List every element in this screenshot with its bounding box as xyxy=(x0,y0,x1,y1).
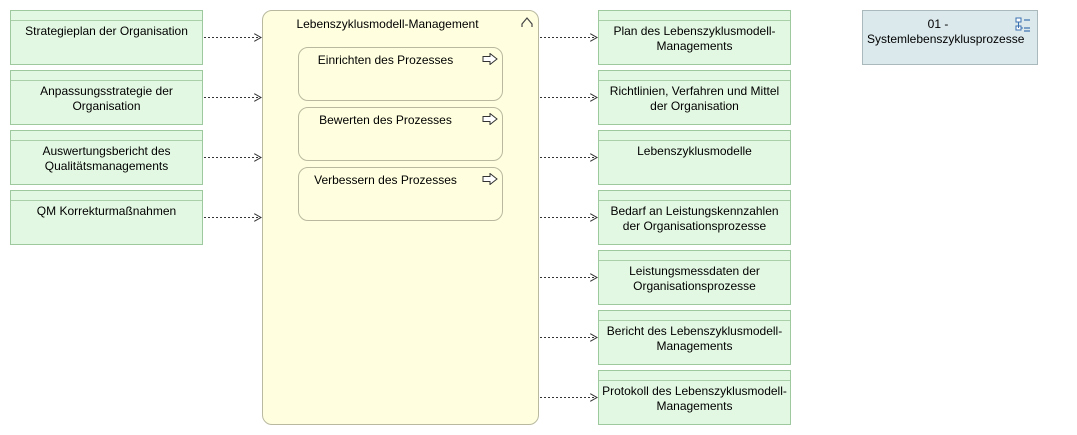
object-header-bar xyxy=(599,71,790,81)
input-label: Anpassungsstrategie der Organisation xyxy=(40,84,173,113)
object-header-bar xyxy=(599,311,790,321)
subprocess-verbessern[interactable]: Verbessern des Prozesses xyxy=(298,167,503,221)
input-label: Strategieplan der Organisation xyxy=(25,24,188,38)
output-label: Protokoll des Lebenszyklusmodell-Managem… xyxy=(602,384,787,413)
object-header-bar xyxy=(599,131,790,141)
object-header-bar xyxy=(599,11,790,21)
system-lebenszyklusprozesse-reference[interactable]: 01 - Systemlebenszyklusprozesse xyxy=(862,10,1038,65)
output-label: Bedarf an Leistungskennzahlen der Organi… xyxy=(610,204,779,233)
output-label: Plan des Lebenszyklusmodell-Managements xyxy=(613,24,776,53)
output-object-plan[interactable]: Plan des Lebenszyklusmodell-Managements xyxy=(598,10,791,65)
system-label: 01 - Systemlebenszyklusprozesse xyxy=(867,17,1025,46)
object-header-bar xyxy=(599,251,790,261)
drilldown-arrow-icon[interactable] xyxy=(482,52,498,68)
input-label: Auswertungsbericht des Qualitätsmanageme… xyxy=(42,144,171,173)
output-label: Bericht des Lebenszyklusmodell-Managemen… xyxy=(606,324,783,353)
subprocess-label: Bewerten des Prozesses xyxy=(319,113,452,127)
output-object-leistungsmessdaten[interactable]: Leistungsmessdaten der Organisationsproz… xyxy=(598,250,791,305)
input-object-strategieplan[interactable]: Strategieplan der Organisation xyxy=(10,10,203,65)
collapse-icon[interactable] xyxy=(520,15,534,32)
output-label: Lebenszyklusmodelle xyxy=(637,144,752,158)
subprocess-einrichten[interactable]: Einrichten des Prozesses xyxy=(298,47,503,101)
output-object-lebenszyklusmodelle[interactable]: Lebenszyklusmodelle xyxy=(598,130,791,185)
subprocess-bewerten[interactable]: Bewerten des Prozesses xyxy=(298,107,503,161)
object-header-bar xyxy=(599,371,790,381)
object-header-bar xyxy=(599,191,790,201)
output-object-bedarf-leistungskennzahlen[interactable]: Bedarf an Leistungskennzahlen der Organi… xyxy=(598,190,791,245)
process-lebenszyklusmodell-management[interactable]: Lebenszyklusmodell-Management Einrichten… xyxy=(262,10,539,425)
output-object-protokoll[interactable]: Protokoll des Lebenszyklusmodell-Managem… xyxy=(598,370,791,425)
input-label: QM Korrekturmaßnahmen xyxy=(36,204,177,218)
subprocess-label: Verbessern des Prozesses xyxy=(314,173,457,187)
object-header-bar xyxy=(11,11,202,21)
object-header-bar xyxy=(11,191,202,201)
output-object-richtlinien[interactable]: Richtlinien, Verfahren und Mittel der Or… xyxy=(598,70,791,125)
input-object-anpassungsstrategie[interactable]: Anpassungsstrategie der Organisation xyxy=(10,70,203,125)
input-object-korrekturmassnahmen[interactable]: QM Korrekturmaßnahmen xyxy=(10,190,203,245)
process-title: Lebenszyklusmodell-Management xyxy=(296,17,479,31)
drilldown-arrow-icon[interactable] xyxy=(482,172,498,188)
output-label: Leistungsmessdaten der Organisationsproz… xyxy=(629,264,760,293)
output-object-bericht[interactable]: Bericht des Lebenszyklusmodell-Managemen… xyxy=(598,310,791,365)
object-header-bar xyxy=(11,71,202,81)
input-object-auswertungsbericht[interactable]: Auswertungsbericht des Qualitätsmanageme… xyxy=(10,130,203,185)
object-header-bar xyxy=(11,131,202,141)
drilldown-arrow-icon[interactable] xyxy=(482,112,498,128)
output-label: Richtlinien, Verfahren und Mittel der Or… xyxy=(609,84,780,113)
hierarchy-icon xyxy=(1015,17,1031,36)
subprocess-label: Einrichten des Prozesses xyxy=(317,53,454,67)
